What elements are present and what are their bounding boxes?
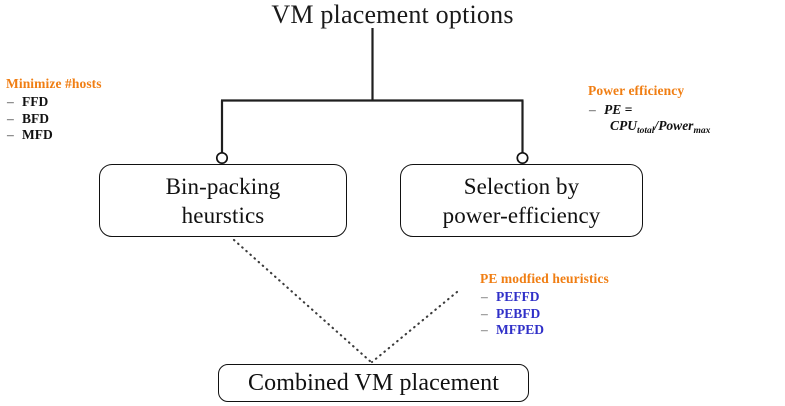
formula-denominator: Power <box>658 118 694 133</box>
list-item: PEBFD <box>480 306 609 323</box>
dotted-merge-right <box>370 290 459 364</box>
list-item: BFD <box>6 111 102 128</box>
annotation-minimize-hosts-list: FFD BFD MFD <box>6 94 102 144</box>
annotation-power-efficiency-heading: Power efficiency <box>588 83 685 98</box>
annotation-power-efficiency-formula: PE = CPUtotal/Powermax <box>588 102 710 136</box>
node-bin-packing-line-2: heurstics <box>181 202 265 228</box>
list-item: FFD <box>6 94 102 111</box>
formula-denominator-subscript: max <box>693 125 711 136</box>
formula-lhs: PE = <box>604 102 633 117</box>
node-selection-line-2: power-efficiency <box>442 202 601 228</box>
annotation-power-efficiency: Power efficiency PE = CPUtotal/Powermax <box>588 83 710 136</box>
annotation-pe-modified-list: PEFFD PEBFD MFPED <box>480 289 609 339</box>
node-combined-line-1: Combined VM placement <box>248 370 499 396</box>
list-item: MFPED <box>480 322 609 339</box>
annotation-pe-modified-heading: PE modfied heuristics <box>480 271 609 286</box>
formula-rhs: CPUtotal/Powermax <box>604 118 710 136</box>
formula-numerator-subscript: total <box>637 125 655 136</box>
annotation-pe-modified-heuristics: PE modfied heuristics PEFFD PEBFD MFPED <box>480 271 609 339</box>
annotation-minimize-hosts-heading: Minimize #hosts <box>6 76 102 91</box>
list-item: MFD <box>6 127 102 144</box>
node-selection-by-power-efficiency[interactable]: Selection by power-efficiency <box>400 164 643 237</box>
dotted-merge-left <box>232 238 373 364</box>
node-bin-packing-line-1: Bin-packing <box>165 173 281 199</box>
page-title: VM placement options <box>271 0 514 29</box>
node-bin-packing-heuristics[interactable]: Bin-packing heurstics <box>99 164 347 237</box>
node-selection-line-1: Selection by <box>463 173 580 199</box>
list-item: PEFFD <box>480 289 609 306</box>
right-branch-circle <box>516 151 529 165</box>
formula-divider: / <box>654 118 659 133</box>
formula-numerator: CPU <box>610 118 637 133</box>
node-combined-vm-placement[interactable]: Combined VM placement <box>218 364 529 402</box>
left-branch-circle <box>215 151 229 165</box>
annotation-minimize-hosts: Minimize #hosts FFD BFD MFD <box>6 76 102 144</box>
